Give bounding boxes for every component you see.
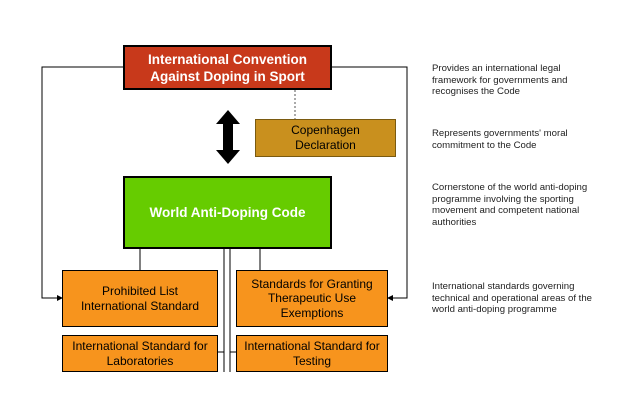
laboratories-standard-label: International Standard for Laboratories — [72, 339, 208, 368]
double-arrow-icon — [216, 110, 240, 164]
copenhagen-label: Copenhagen Declaration — [291, 123, 360, 152]
wadc-description: Cornerstone of the world anti-doping pro… — [432, 182, 588, 228]
convention-label: International Convention Against Doping … — [147, 51, 307, 84]
right-loop-arrow — [327, 64, 408, 301]
wadc-label: World Anti-Doping Code — [149, 205, 306, 220]
convention-description: Provides an international legal framewor… — [432, 63, 568, 97]
convention-box: International Convention Against Doping … — [123, 45, 332, 90]
copenhagen-box: Copenhagen Declaration — [255, 119, 396, 157]
left-loop-arrow — [41, 64, 128, 301]
testing-standard-box: International Standard for Testing — [236, 335, 388, 372]
tue-standard-label: Standards for Granting Therapeutic Use E… — [251, 276, 373, 320]
standards-description: International standards governing techni… — [432, 281, 593, 315]
testing-standard-label: International Standard for Testing — [244, 339, 380, 368]
copenhagen-description: Represents governments' moral commitment… — [432, 128, 568, 151]
laboratories-standard-box: International Standard for Laboratories — [62, 335, 218, 372]
wadc-box: World Anti-Doping Code — [123, 176, 332, 249]
prohibited-list-box: Prohibited List International Standard — [62, 270, 218, 327]
prohibited-list-label: Prohibited List International Standard — [80, 284, 200, 313]
tue-standard-box: Standards for Granting Therapeutic Use E… — [236, 270, 388, 327]
